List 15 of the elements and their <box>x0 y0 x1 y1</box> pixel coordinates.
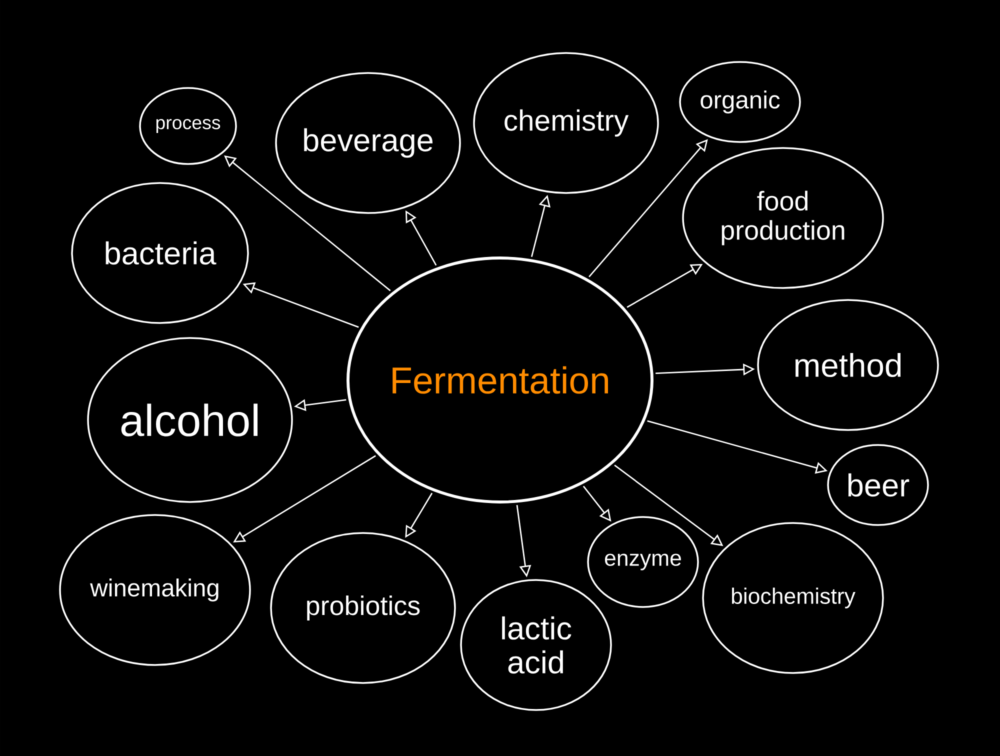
topic-bubble: bacteria <box>71 182 249 324</box>
topic-bubble: beverage <box>275 72 461 214</box>
topic-bubble: alcohol <box>87 337 293 503</box>
topic-bubble: winemaking <box>59 514 251 666</box>
topic-bubble: lactic acid <box>460 579 612 711</box>
central-bubble: Fermentation <box>346 256 654 504</box>
topic-bubble: enzyme <box>587 516 699 608</box>
topic-bubble: biochemistry <box>702 522 884 674</box>
topic-bubble: probiotics <box>270 532 456 684</box>
topic-bubble: chemistry <box>473 52 659 194</box>
topic-bubble: beer <box>827 444 929 526</box>
topic-bubble: method <box>757 299 939 431</box>
topic-bubble: process <box>139 87 237 165</box>
topic-bubble: food production <box>682 147 884 289</box>
topic-bubble: organic <box>679 61 801 143</box>
